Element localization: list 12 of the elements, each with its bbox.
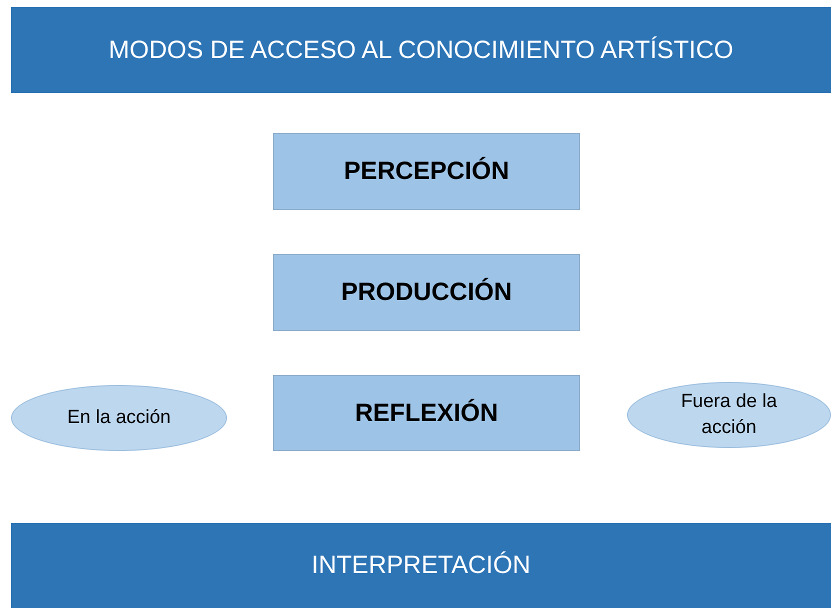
heading-text: INTERPRETACIÓN xyxy=(312,551,530,580)
node-label: Fuera de la acción xyxy=(680,390,778,440)
node-label: PRODUCCIÓN xyxy=(341,278,512,307)
mode-box xyxy=(273,254,580,331)
heading-text: MODOS DE ACCESO AL CONOCIMIENTO ARTÍSTICO xyxy=(108,36,734,64)
node-label: PERCEPCIÓN xyxy=(344,157,510,186)
mode-box xyxy=(273,375,580,451)
mode-box xyxy=(273,133,580,210)
node-label: En la acción xyxy=(67,406,171,430)
node-label: REFLEXIÓN xyxy=(354,398,498,428)
title-banner xyxy=(11,7,831,93)
bottom-banner xyxy=(11,523,831,608)
